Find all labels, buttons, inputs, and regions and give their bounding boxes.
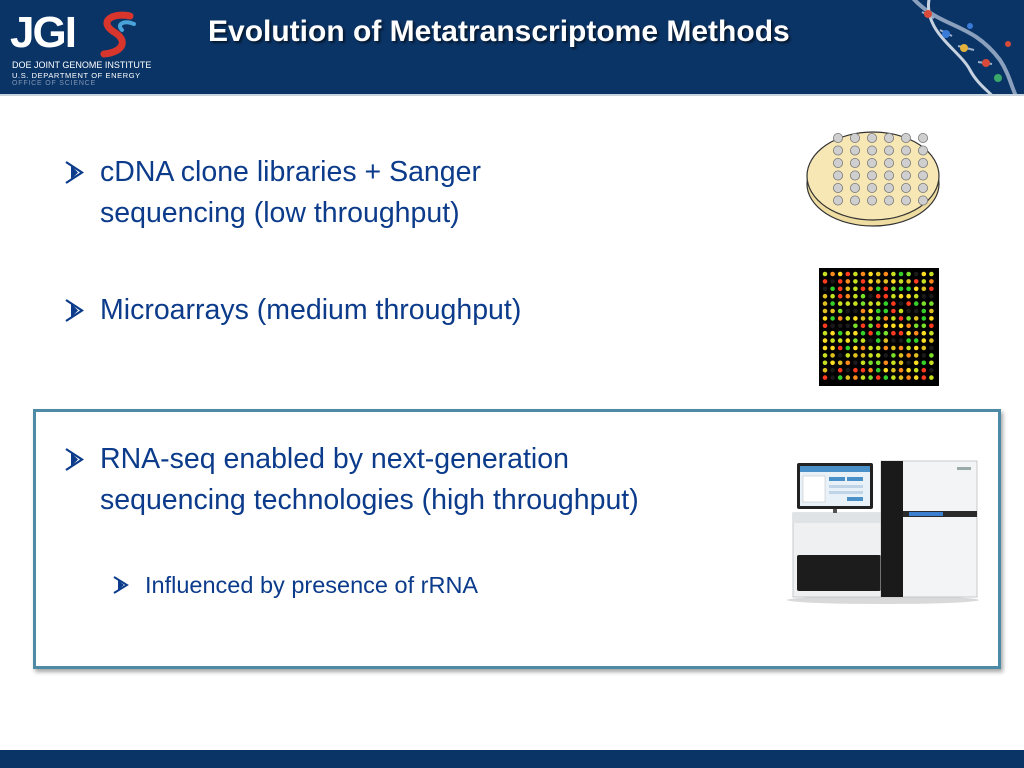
microarray-image xyxy=(819,268,939,386)
sub-bullet-rrna: Influenced by presence of rRNA xyxy=(112,569,632,601)
bullet-rnaseq: RNA-seq enabled by next-generation seque… xyxy=(64,439,704,521)
jgi-logo: JGI DOE JOINT GENOME INSTITUTE U.S. DEPA… xyxy=(10,8,160,88)
bullet-text: RNA-seq enabled by next-generation seque… xyxy=(100,443,639,516)
highlight-box xyxy=(33,409,1001,669)
header-divider xyxy=(0,94,1024,96)
bullet-text: cDNA clone libraries + Sanger sequencing… xyxy=(100,156,481,229)
sequencer-instrument-image xyxy=(787,460,979,604)
logo-mark: JGI xyxy=(10,8,77,57)
logo-line-department: U.S. DEPARTMENT OF ENERGY xyxy=(12,71,141,80)
clone-plate-image xyxy=(806,131,940,227)
header-banner: JGI DOE JOINT GENOME INSTITUTE U.S. DEPA… xyxy=(0,0,1024,94)
dna-helix-icon xyxy=(911,0,1018,94)
sub-bullet-text: Influenced by presence of rRNA xyxy=(145,572,479,598)
logo-line-office: OFFICE OF SCIENCE xyxy=(12,80,96,87)
bullet-cdna: cDNA clone libraries + Sanger sequencing… xyxy=(64,152,624,234)
bullet-arrow-icon xyxy=(65,161,85,184)
bullet-text: Microarrays (medium throughput) xyxy=(100,294,522,326)
footer-bar xyxy=(0,750,1024,768)
bullet-microarrays: Microarrays (medium throughput) xyxy=(64,290,684,331)
bullet-arrow-icon xyxy=(65,448,85,471)
logo-line-institute: DOE JOINT GENOME INSTITUTE xyxy=(12,60,152,70)
bullet-arrow-icon xyxy=(113,576,129,594)
slide-title: Evolution of Metatranscriptome Methods xyxy=(208,15,790,48)
logo-swirl-icon xyxy=(100,11,136,58)
bullet-arrow-icon xyxy=(65,299,85,322)
